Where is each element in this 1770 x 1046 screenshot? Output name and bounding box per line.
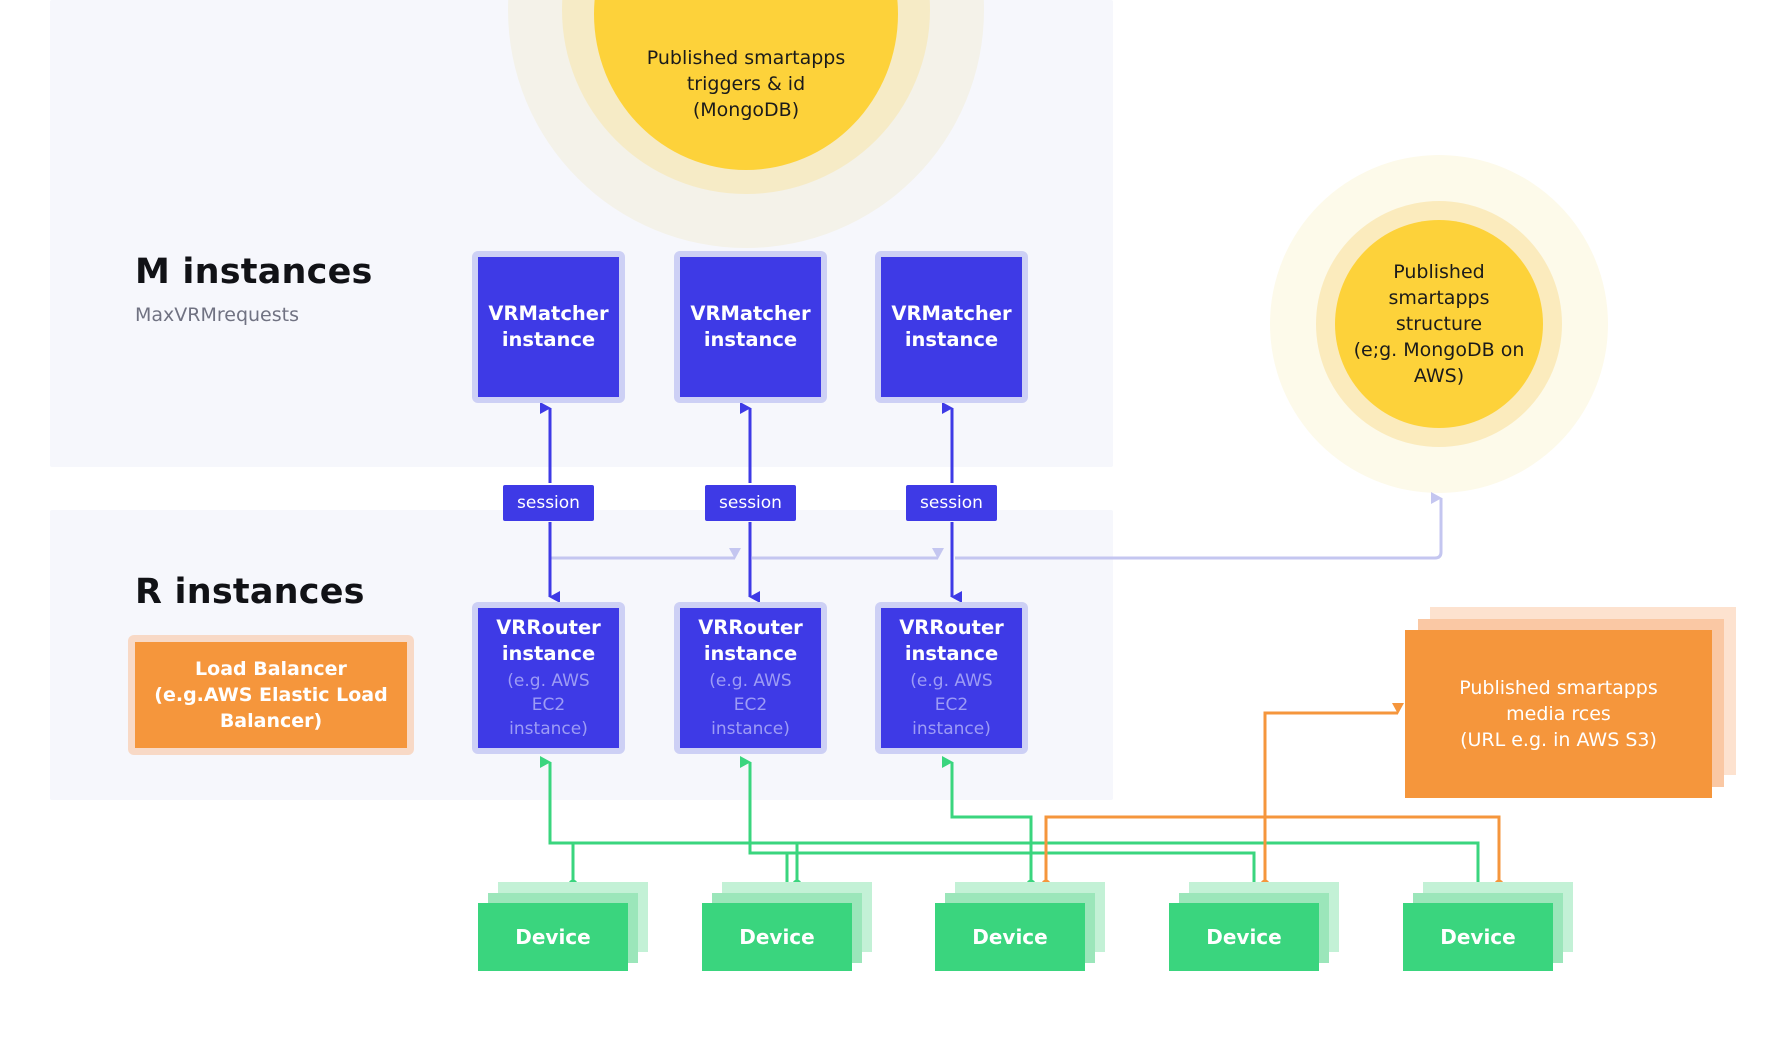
media-links <box>1044 703 1501 884</box>
media-store-line-1: Published smartapps <box>1459 677 1658 699</box>
router-to-db-links <box>551 492 1443 560</box>
vrrouter-sub-2: (e.g. AWS EC2 instance) <box>709 671 792 739</box>
top-db-line-2: triggers & id <box>686 73 806 95</box>
device-2[interactable]: Device <box>702 903 852 971</box>
right-db-line-2: smartapps <box>1388 287 1490 309</box>
device-4[interactable]: Device <box>1169 903 1319 971</box>
vrrouter-instance-3[interactable]: VRRouter instance (e.g. AWS EC2 instance… <box>881 608 1022 748</box>
vrrouter-label-2: VRRouter instance <box>698 616 803 665</box>
right-db-core: Published smartapps structure (e;g. Mong… <box>1335 220 1543 428</box>
vrrouter-label-3: VRRouter instance <box>899 616 1004 665</box>
load-balancer-label: Load Balancer (e.g.AWS Elastic Load Bala… <box>154 658 388 732</box>
right-db-line-3: structure <box>1395 313 1483 335</box>
media-store-line-3: (URL e.g. in AWS S3) <box>1460 729 1657 751</box>
session-badge-3: session <box>906 485 997 521</box>
media-store-line-2: media rces <box>1506 703 1611 725</box>
m-instances-subtitle: MaxVRMrequests <box>135 304 299 326</box>
vrmatcher-label-3: VRMatcher instance <box>891 302 1012 351</box>
device-1[interactable]: Device <box>478 903 628 971</box>
top-db-line-3: (MongoDB) <box>692 99 800 121</box>
session-arrows <box>540 402 962 603</box>
vrmatcher-instance-3[interactable]: VRMatcher instance <box>881 257 1022 397</box>
media-store[interactable]: Published smartapps media rces (URL e.g.… <box>1405 630 1712 798</box>
load-balancer[interactable]: Load Balancer (e.g.AWS Elastic Load Bala… <box>135 642 407 748</box>
right-db-line-5: AWS) <box>1413 365 1465 387</box>
vrmatcher-instance-2[interactable]: VRMatcher instance <box>680 257 821 397</box>
session-badge-2: session <box>705 485 796 521</box>
vrrouter-instance-1[interactable]: VRRouter instance (e.g. AWS EC2 instance… <box>478 608 619 748</box>
vrrouter-sub-1: (e.g. AWS EC2 instance) <box>507 671 590 739</box>
vrrouter-label-1: VRRouter instance <box>496 616 601 665</box>
vrrouter-instance-2[interactable]: VRRouter instance (e.g. AWS EC2 instance… <box>680 608 821 748</box>
right-db-line-4: (e;g. MongoDB on <box>1353 339 1525 361</box>
session-badge-1: session <box>503 485 594 521</box>
device-3[interactable]: Device <box>935 903 1085 971</box>
top-db-line-1: Published smartapps <box>646 47 846 69</box>
device-5[interactable]: Device <box>1403 903 1553 971</box>
m-instances-title: M instances <box>135 252 373 292</box>
vrrouter-sub-3: (e.g. AWS EC2 instance) <box>910 671 993 739</box>
r-instances-title: R instances <box>135 572 365 612</box>
vrmatcher-instance-1[interactable]: VRMatcher instance <box>478 257 619 397</box>
vrmatcher-label-1: VRMatcher instance <box>488 302 609 351</box>
vrmatcher-label-2: VRMatcher instance <box>690 302 811 351</box>
right-db-line-1: Published <box>1393 261 1485 283</box>
